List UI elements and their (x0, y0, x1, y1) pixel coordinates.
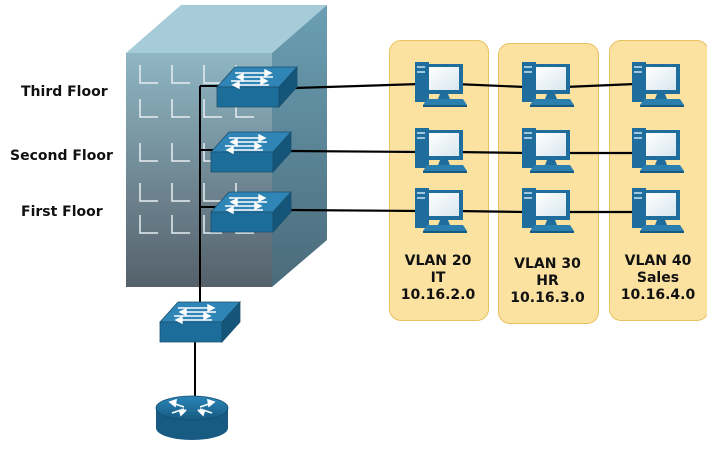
pc-icon (632, 188, 684, 233)
vlan-subnet: 10.16.4.0 (620, 287, 696, 303)
floor-label-second: Second Floor (10, 148, 113, 164)
pc-icon (415, 188, 467, 233)
pc-icon (522, 188, 574, 233)
window-mark (203, 183, 222, 202)
vlan-name: VLAN 40 (624, 253, 692, 269)
window-mark (171, 143, 190, 162)
floor-label-third: Third Floor (21, 84, 108, 100)
pc-icon (415, 62, 467, 107)
access-links (288, 82, 636, 214)
switch-icon (159, 301, 241, 343)
window-mark (139, 143, 158, 162)
vlan-30-label: VLAN 30 HR 10.16.3.0 (498, 256, 597, 307)
window-mark (139, 183, 158, 202)
window-mark (139, 65, 158, 84)
window-mark (139, 99, 158, 118)
window-mark (171, 215, 190, 234)
window-mark (203, 99, 222, 118)
pc-icon (632, 128, 684, 173)
vlan-subnet: 10.16.2.0 (400, 287, 476, 303)
vlan-dept: Sales (636, 270, 680, 286)
router-icon (155, 395, 229, 440)
window-mark (171, 99, 190, 118)
vlan-subnet: 10.16.3.0 (510, 290, 585, 306)
window-mark (139, 215, 158, 234)
vlan-name: VLAN 30 (514, 256, 581, 272)
pc-icon (415, 128, 467, 173)
floor-label-first: First Floor (21, 204, 103, 220)
vlan-dept: IT (430, 270, 446, 286)
pc-icon (632, 62, 684, 107)
window-mark (171, 183, 190, 202)
window-mark (171, 65, 190, 84)
vlan-20-label: VLAN 20 IT 10.16.2.0 (389, 253, 487, 304)
window-mark (203, 215, 222, 234)
window-mark (203, 65, 222, 84)
vlan-dept: HR (536, 273, 559, 289)
vlan-40-label: VLAN 40 Sales 10.16.4.0 (609, 253, 707, 304)
pc-icon (522, 128, 574, 173)
pc-icon (522, 62, 574, 107)
vlan-name: VLAN 20 (404, 253, 472, 269)
